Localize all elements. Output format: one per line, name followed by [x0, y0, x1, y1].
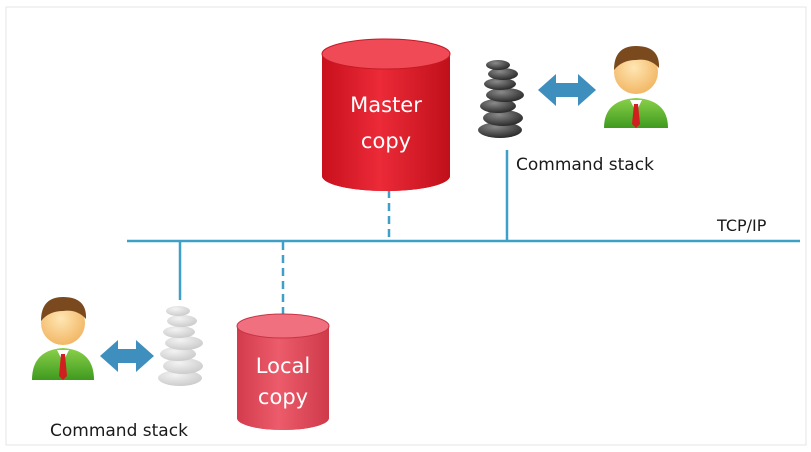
double-arrow-icon [100, 340, 154, 372]
user-icon [32, 297, 94, 380]
database-icon [321, 38, 451, 191]
top-command-stack-group: Command stack [478, 46, 668, 175]
master-db-label-line1: Master [350, 93, 422, 117]
master-db-label-line2: copy [361, 129, 411, 153]
stone-stack-icon [478, 60, 524, 138]
top-command-stack-label: Command stack [516, 155, 654, 175]
tcp-ip-network: TCP/IP [127, 216, 800, 243]
network-label: TCP/IP [716, 216, 767, 235]
local-db-label-line2: copy [258, 385, 308, 409]
bottom-command-stack-group: Command stack [32, 297, 203, 441]
double-arrow-icon [538, 74, 596, 106]
user-icon [604, 46, 668, 128]
bottom-command-stack-label: Command stack [50, 421, 188, 441]
diagram-frame [5, 6, 807, 446]
local-copy-database: Local copy [236, 313, 330, 430]
master-copy-database: Master copy [321, 38, 451, 191]
local-db-label-line1: Local [256, 354, 310, 378]
database-icon [236, 313, 330, 430]
stone-stack-icon [158, 306, 203, 386]
